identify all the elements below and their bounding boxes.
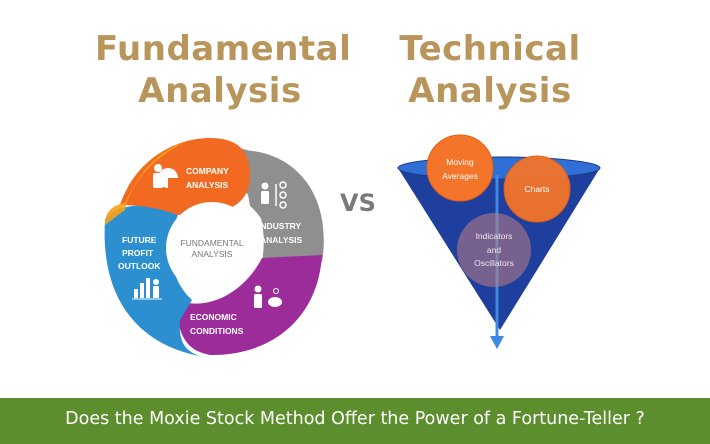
title-line: Technical	[399, 29, 581, 69]
technical-funnel: Moving Averages Charts Indicators and Os…	[397, 134, 601, 349]
future-segment	[104, 205, 200, 356]
future-label-line: OUTLOOK	[118, 261, 161, 271]
center-label-line: ANALYSIS	[192, 249, 233, 259]
technical-analysis-title: Technical Analysis	[375, 28, 605, 112]
title-line: Analysis	[138, 71, 302, 111]
industry-bulge	[238, 150, 324, 262]
company-label-line: COMPANY	[186, 166, 229, 176]
footer-banner: Does the Moxie Stock Method Offer the Po…	[0, 398, 710, 444]
piggy-bank-icon	[254, 285, 282, 308]
versus-label: VS	[340, 189, 376, 217]
center-label-line: FUNDAMENTAL	[180, 238, 243, 248]
indicators-label-line: Oscillators	[474, 258, 514, 268]
future-label-line: PROFIT	[122, 248, 154, 258]
growth-chart-icon	[132, 278, 162, 300]
company-segment-cap	[105, 142, 185, 225]
charts-circle	[503, 155, 571, 223]
indicators-circle	[457, 213, 531, 287]
economic-label-line: ECONOMIC	[190, 312, 237, 322]
economic-segment	[178, 255, 322, 356]
funnel-arrow-head	[490, 336, 504, 349]
fundamental-cycle: FUNDAMENTAL ANALYSIS COMPANY ANALYSIS IN…	[104, 138, 324, 356]
fundamental-analysis-title: Fundamental Analysis	[95, 28, 352, 112]
indicators-label-line: Indicators	[476, 231, 513, 241]
indicators-label-line: and	[487, 245, 501, 255]
moving-averages-label-line: Moving	[446, 157, 474, 167]
org-tree-icon	[261, 181, 287, 209]
footer-text: Does the Moxie Stock Method Offer the Po…	[65, 409, 645, 429]
moving-averages-circle	[426, 134, 494, 202]
economic-label-line: CONDITIONS	[190, 326, 244, 336]
center-circle	[166, 202, 258, 294]
person-chart-icon	[153, 164, 178, 188]
industry-label-line: ANALYSIS	[260, 235, 303, 245]
title-line: Analysis	[408, 71, 572, 111]
title-line: Fundamental	[95, 29, 352, 69]
future-label-line: FUTURE	[122, 235, 157, 245]
company-label-line: ANALYSIS	[186, 180, 229, 190]
moving-averages-label-line: Averages	[442, 171, 478, 181]
industry-label-line: INDUSTRY	[258, 221, 301, 231]
charts-label: Charts	[524, 184, 549, 194]
company-segment	[120, 138, 250, 215]
